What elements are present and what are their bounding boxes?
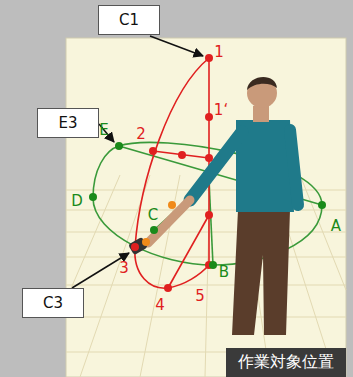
green-points bbox=[89, 142, 326, 269]
point-label: A bbox=[331, 219, 341, 234]
callout-box: E3 bbox=[37, 108, 99, 138]
callout-box: C3 bbox=[22, 288, 84, 318]
point-label: 1‘ bbox=[214, 103, 228, 118]
point-label: D bbox=[71, 194, 83, 209]
panel bbox=[66, 38, 346, 377]
vertical-reach-curve bbox=[135, 58, 209, 288]
callout-code: C1 bbox=[119, 11, 139, 29]
floor-grid bbox=[66, 175, 346, 377]
point-label: B bbox=[219, 265, 229, 280]
callout-leaders bbox=[72, 36, 203, 288]
point-label: 4 bbox=[155, 298, 165, 313]
tool-points bbox=[142, 201, 176, 246]
point-label: 1 bbox=[214, 45, 224, 60]
point-label: 2 bbox=[136, 127, 146, 142]
point-label: C bbox=[148, 208, 158, 223]
caption-bar: 作業対象位置 bbox=[226, 348, 346, 377]
worker-figure bbox=[128, 77, 298, 335]
point-label: E bbox=[99, 123, 108, 138]
callout-box: C1 bbox=[98, 5, 160, 35]
red-points bbox=[131, 54, 213, 292]
callout-code: E3 bbox=[58, 114, 77, 132]
callout-code: C3 bbox=[43, 294, 63, 312]
point-label: 5 bbox=[195, 289, 205, 304]
point-label: 3 bbox=[119, 261, 129, 276]
